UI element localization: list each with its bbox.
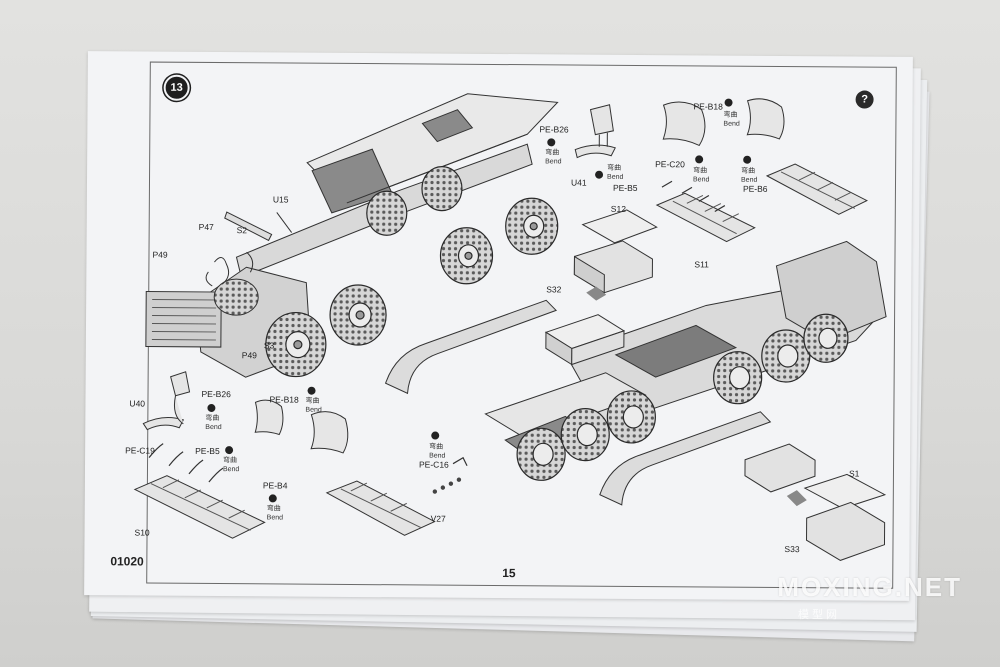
part-u41-assembly — [574, 104, 616, 159]
part-pe-c20-hooks — [661, 180, 726, 213]
check-icon — [225, 446, 234, 455]
label-bend-zh: 弯曲 — [267, 503, 281, 512]
label-u15: U15 — [273, 194, 289, 204]
label-s11: S11 — [694, 259, 709, 269]
label-bend: Bend — [429, 453, 446, 460]
label-pe-c20: PE-C20 — [655, 159, 685, 169]
label-pe-b18-top: PE-B18 — [694, 101, 724, 111]
label-pe-b5-top: PE-B5 — [613, 183, 638, 193]
label-bend-zh: 弯曲 — [693, 165, 707, 174]
part-s11-step — [655, 192, 756, 243]
part-pe-b18-fender-top — [662, 98, 785, 147]
part-battery-box — [544, 314, 816, 493]
part-u15-arm — [224, 211, 293, 242]
check-icon — [595, 170, 604, 179]
label-pe-c16: PE-C16 — [419, 459, 449, 469]
part-p47-p49-wires — [205, 251, 254, 287]
check-icon — [695, 155, 704, 164]
label-s1: S1 — [849, 468, 860, 478]
label-pe-b26-top: PE-B26 — [539, 124, 569, 134]
label-p47: P47 — [199, 222, 214, 232]
check-icon — [268, 494, 277, 503]
label-bend-zh: 弯曲 — [429, 442, 443, 451]
check-icon — [207, 403, 216, 412]
label-u40: U40 — [129, 398, 145, 408]
label-s2: S2 — [237, 225, 248, 235]
label-pe-b26-bottom: PE-B26 — [201, 389, 231, 399]
label-pe-b6: PE-B6 — [743, 184, 768, 194]
label-bend: Bend — [205, 424, 222, 431]
label-bend-zh: 弯曲 — [607, 163, 621, 172]
label-bend-zh: 弯曲 — [723, 110, 737, 119]
truck-wheels-lower — [516, 313, 849, 481]
part-pe-c16 — [452, 456, 468, 467]
label-bend: Bend — [741, 177, 758, 184]
label-bend-zh: 弯曲 — [205, 413, 219, 422]
label-v27: V27 — [431, 514, 446, 524]
label-s3: S3 — [264, 340, 275, 350]
part-u40-assembly — [142, 371, 191, 431]
label-pe-c19: PE-C19 — [125, 445, 155, 455]
part-s10-step — [133, 475, 266, 539]
watermark-logo: MOXING.NET — [777, 572, 962, 602]
part-running-board-bottom — [325, 480, 436, 536]
part-pe-b18-fender-bottom — [254, 399, 349, 454]
label-s12: S12 — [611, 204, 626, 214]
catalog-code: 01020 — [110, 554, 144, 569]
label-p49-bottom: P49 — [242, 350, 257, 360]
assembly-diagram: U15 P47 S2 P49 P49 S3 PE-B26 弯曲 Bend U41… — [125, 93, 887, 561]
truck-wheels-upper — [265, 166, 559, 378]
part-pe-b6-ladder — [765, 163, 869, 215]
label-p49-top: P49 — [152, 250, 167, 260]
label-bend: Bend — [305, 407, 322, 414]
label-bend: Bend — [607, 174, 624, 181]
label-u41: U41 — [571, 178, 587, 188]
page-number: 15 — [502, 566, 516, 581]
label-bend: Bend — [545, 158, 562, 165]
label-bend: Bend — [267, 514, 284, 521]
label-pe-b18-bottom: PE-B18 — [269, 394, 299, 404]
instruction-page: 13 ? — [84, 51, 913, 601]
label-s33: S33 — [784, 544, 799, 554]
watermark-subtitle: 模型网 — [798, 609, 840, 621]
label-pe-b4: PE-B4 — [263, 480, 288, 490]
label-bend-zh: 弯曲 — [545, 147, 559, 156]
part-s12-s32-box — [573, 209, 658, 301]
check-icon — [431, 431, 440, 440]
part-v27-bolts — [432, 477, 462, 494]
check-icon — [743, 155, 752, 164]
part-pe-c19-hooks — [148, 443, 224, 483]
part-s1-s33-box — [786, 473, 887, 561]
label-bend-zh: 弯曲 — [305, 396, 319, 405]
label-bend: Bend — [723, 121, 740, 128]
label-bend-zh: 弯曲 — [223, 455, 237, 464]
check-icon — [307, 386, 316, 395]
check-icon — [724, 98, 733, 107]
label-s10: S10 — [135, 527, 150, 537]
check-icon — [547, 138, 556, 147]
label-bend: Bend — [693, 176, 710, 183]
label-bend-zh: 弯曲 — [741, 166, 755, 175]
label-s32: S32 — [546, 284, 561, 294]
label-pe-b5-bottom: PE-B5 — [195, 446, 220, 456]
label-bend: Bend — [223, 466, 240, 473]
